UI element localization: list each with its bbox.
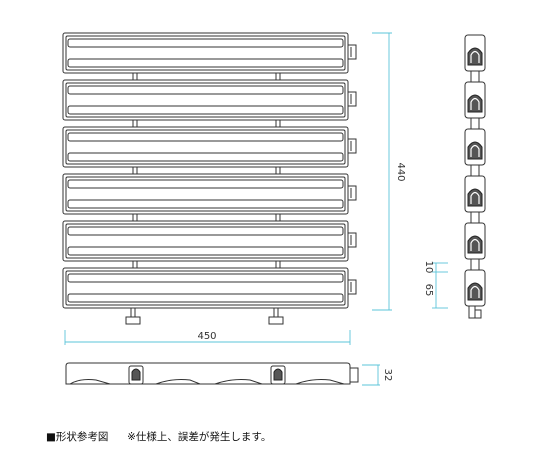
slat-joint (275, 213, 281, 222)
bottom-curves (69, 379, 345, 385)
connector-tab (347, 44, 357, 60)
dimension-labels: 440 450 32 65 10 (197, 162, 434, 381)
slat-inner-outline (65, 35, 346, 71)
slat (62, 79, 357, 128)
side-joint (470, 117, 480, 130)
caption-note: ※仕様上、誤差が発生します。 (127, 431, 272, 443)
side-slat (464, 81, 486, 130)
drain-arch-highlight (470, 50, 480, 63)
slat-joint (275, 166, 281, 175)
bottom-clip-arch (273, 368, 283, 381)
connector-tab (347, 138, 357, 154)
slat-groove-bottom (67, 293, 344, 303)
connector-tab (347, 185, 357, 201)
slat (62, 32, 357, 81)
slat-joint (275, 260, 281, 269)
bottom-clip (270, 365, 286, 385)
bottom-view (65, 362, 359, 385)
slat-groove-bottom (67, 58, 344, 68)
foot-stem (130, 307, 136, 318)
slat-inner-outline (65, 176, 346, 212)
side-slat (464, 34, 486, 83)
drain-arch (467, 47, 483, 66)
slat-joint (132, 119, 138, 128)
bottom-end-tab (349, 367, 359, 383)
slat-groove-top (67, 273, 344, 283)
foot-base (125, 316, 141, 325)
slat-groove-bottom (67, 246, 344, 256)
slat-inner-outline (65, 82, 346, 118)
drain-arch-highlight (470, 144, 480, 157)
side-slat (464, 175, 486, 224)
connector-tab (347, 91, 357, 107)
drain-arch-highlight (470, 285, 480, 298)
pitch-dimension-label: 65 (423, 284, 434, 297)
foot-stem (273, 307, 279, 318)
drain-arch-highlight (470, 97, 480, 110)
side-slat (464, 222, 486, 271)
slat-joint (132, 166, 138, 175)
drain-arch (467, 141, 483, 160)
slat-joint (275, 72, 281, 81)
bottom-profile (65, 362, 351, 385)
side-slat (464, 269, 486, 307)
slat-joint (132, 72, 138, 81)
height-dimension-label: 440 (395, 162, 406, 181)
slat (62, 173, 357, 222)
bottom-clip (128, 365, 144, 385)
slat-groove-top (67, 226, 344, 236)
side-joint (470, 211, 480, 224)
slat-groove-bottom (67, 152, 344, 162)
side-foot-tab (474, 309, 482, 319)
slat-groove-top (67, 85, 344, 95)
slat-groove-bottom (67, 199, 344, 209)
drain-arch-highlight (470, 238, 480, 251)
slat-joint (275, 119, 281, 128)
side-joint (470, 164, 480, 177)
gap-dimension-label: 10 (423, 261, 434, 274)
width-dimension-label: 450 (197, 331, 216, 342)
foot-base (268, 316, 284, 325)
connector-tab (347, 232, 357, 248)
side-foot (468, 305, 476, 319)
slat-groove-top (67, 38, 344, 48)
side-view (464, 34, 486, 319)
slat-joint (132, 260, 138, 269)
drain-arch (467, 235, 483, 254)
slat-joint (132, 213, 138, 222)
slat (62, 267, 357, 309)
side-joint (470, 70, 480, 83)
slat (62, 220, 357, 269)
bottom-clip-arch (131, 368, 141, 381)
drain-arch (467, 188, 483, 207)
slat-inner-outline (65, 129, 346, 165)
side-joint (470, 258, 480, 271)
drain-arch (467, 282, 483, 301)
thickness-dimension-label: 32 (382, 369, 393, 382)
slat-groove-top (67, 179, 344, 189)
connector-tab (347, 279, 357, 295)
side-slat (464, 128, 486, 177)
caption-title: ■形状参考図 (46, 431, 109, 443)
slat-inner-outline (65, 270, 346, 306)
caption: ■形状参考図 ※仕様上、誤差が発生します。 (46, 429, 271, 444)
slat-inner-outline (65, 223, 346, 259)
slat-groove-top (67, 132, 344, 142)
drain-arch (467, 94, 483, 113)
slat (62, 126, 357, 175)
drain-arch-highlight (470, 191, 480, 204)
dimension-lines (64, 32, 448, 386)
front-view (62, 32, 357, 325)
slat-groove-bottom (67, 105, 344, 115)
